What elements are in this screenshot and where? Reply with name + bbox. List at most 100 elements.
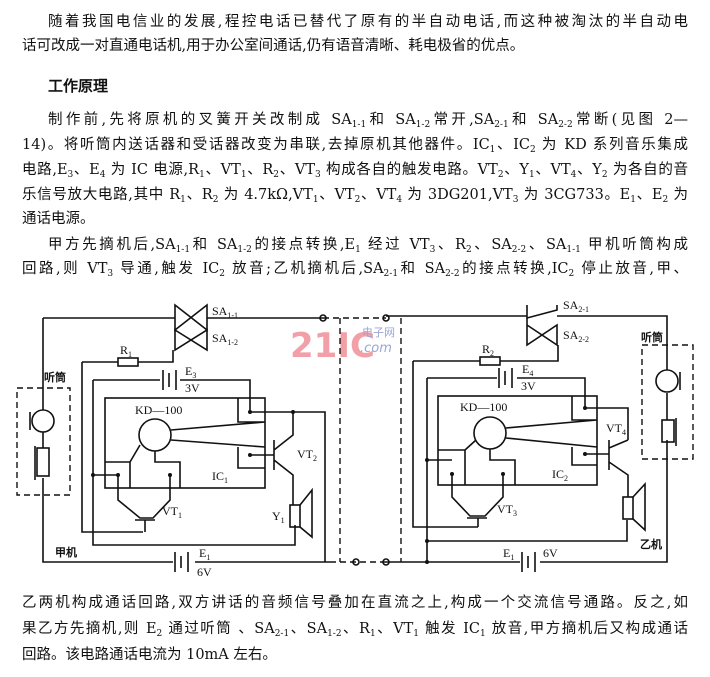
intro-line: 话可改成一对直通电话机,用于办公室间通话,仍有语音清晰、耗电极省的优点。 [22, 38, 525, 54]
subscript: 2 [219, 269, 226, 279]
subscript: 2-2 [558, 120, 573, 130]
principle-line: 14)。将听筒内送话器和受话器改变为串联,去掉原机其他器件。IC1、IC2 为 … [22, 137, 688, 155]
switch-sa1-1 [174, 303, 208, 332]
subscript: 3 [512, 195, 519, 205]
handset-label: 听筒 [641, 330, 663, 344]
chip-label: KD—100 [135, 403, 182, 417]
subscript: 2-2 [445, 269, 460, 279]
subscript: 4 [99, 170, 106, 180]
intro-line: 随着我国电信业的发展,程控电话已替代了原有的半自动电话,而这种被淘汰的半自动电 [48, 14, 688, 30]
earpiece-icon [36, 447, 50, 477]
speaker-y2 [622, 496, 634, 520]
speaker-icon [299, 487, 313, 539]
subscript: 1 [413, 629, 419, 639]
r1-label: R1 [120, 343, 132, 359]
vt1-label: VT1 [162, 504, 182, 520]
conclusion-line: 乙两机构成通话回路,双方讲话的音频信号叠加在直流之上,构成一个交流信号通路。反之… [22, 595, 688, 611]
watermark-logo: 21IC 电子网 .com [290, 326, 395, 366]
e4-label: E4 [522, 362, 533, 378]
subscript: 3 [315, 170, 321, 180]
subscript: 4 [570, 170, 577, 180]
sa1-2-label: SA1-2 [212, 331, 238, 347]
subscript: 1 [630, 195, 636, 205]
subscript: 2 [273, 170, 280, 180]
principle-line: 制作前,先将原机的叉簧开关改制成 SA1-1和 SA1-2常开,SA2-1和 S… [48, 112, 688, 130]
subscript: 1 [369, 629, 376, 639]
subscript: 2 [212, 195, 219, 205]
subscript: 1 [528, 170, 535, 180]
conclusion-line: 果乙方先摘机,则 E2 通过听筒 、SA2-1、SA1-2、R1、VT1 触发 … [22, 621, 689, 639]
e3-label: E3 [185, 364, 196, 380]
handset-box-right [641, 344, 694, 460]
unit-label: 甲机 [55, 545, 77, 559]
y1-label: Y1 [272, 509, 285, 525]
music-chip-icon [473, 416, 507, 450]
subscript: 1-2 [415, 120, 431, 130]
subscript: 1-2 [237, 245, 252, 255]
subscript: 2-1 [494, 120, 509, 130]
subscript: 2 [662, 195, 669, 205]
subscript: 1-1 [175, 245, 191, 255]
left-telephone-circuit: 听筒 甲机 KD—100 SA1-1 SA1-2 R1 E3 3V IC1 VT… [16, 303, 330, 579]
speaker-y1 [289, 504, 301, 528]
subscript: 2 [601, 170, 608, 180]
subscript: 3 [429, 245, 436, 255]
sa1-1-label: SA1-1 [212, 304, 238, 320]
subscript: 3 [67, 170, 74, 180]
battery-e1 [174, 552, 189, 572]
vt3-label: VT3 [497, 502, 517, 518]
vt4-label: VT4 [606, 421, 626, 437]
subscript: 2 [156, 629, 163, 639]
transistor-vt1 [135, 519, 155, 532]
telephone-line [319, 314, 402, 566]
e3-voltage: 3V [185, 381, 200, 395]
transistor-vt3 [467, 517, 487, 527]
conclusion-line: 回路。该电路通话电流为 10mA 左右。 [22, 647, 277, 663]
handset-label: 听筒 [44, 370, 66, 384]
e4-voltage: 3V [521, 379, 536, 393]
e2-label: E1 [503, 546, 514, 562]
ic2-label: IC2 [552, 467, 568, 483]
subscript: 2 [354, 195, 361, 205]
svg-text:.com: .com [360, 341, 392, 356]
r2-label: R2 [482, 342, 494, 358]
principle-line: 乐信号放大电路,其中 R1、R2 为 4.7kΩ,VT1、VT2、VT4 为 3… [22, 187, 688, 205]
subscript: 3 [107, 269, 114, 279]
e1-voltage: 6V [197, 565, 212, 579]
e2-voltage: 6V [543, 546, 558, 560]
subscript: 1 [355, 245, 361, 255]
speaker-icon [632, 481, 646, 532]
subscript: 1 [240, 170, 247, 180]
right-telephone-circuit: 听筒 乙机 KD—100 SA2-1 SA2-2 R2 E4 3V IC2 VT… [386, 298, 694, 572]
subscript: 2-1 [383, 269, 399, 279]
music-chip-icon [138, 418, 172, 452]
subscript: 1 [199, 170, 205, 180]
vt2-label: VT2 [297, 447, 317, 463]
subscript: 2 [568, 269, 575, 279]
e1-label: E1 [199, 546, 210, 562]
microphone-icon [31, 409, 55, 433]
sa2-2-label: SA2-2 [563, 328, 589, 344]
subscript: 2-2 [511, 245, 527, 255]
principle-line: 电路,E3、E4 为 IC 电源,R1、VT1、R2、VT3 构成各自的触发电路… [22, 162, 688, 180]
earpiece-icon [661, 419, 675, 443]
subscript: 1-2 [327, 629, 342, 639]
subscript: 1 [180, 195, 186, 205]
subscript: 4 [396, 195, 403, 205]
battery-e2 [521, 552, 536, 572]
section-heading: 工作原理 [48, 77, 109, 95]
ic1-box [104, 397, 266, 489]
subscript: 1-1 [351, 120, 367, 130]
resistor-r1 [117, 357, 139, 367]
ic2-box [437, 395, 598, 486]
microphone-icon [655, 369, 679, 393]
principle-line: 通话电源。 [22, 211, 95, 227]
subscript: 1 [312, 195, 319, 205]
switch-sa1-2 [174, 328, 208, 352]
subscript: 1 [479, 629, 486, 639]
resistor-r2 [479, 356, 501, 366]
subscript: 1 [489, 145, 496, 155]
subscript: 2 [497, 170, 504, 180]
subscript: 1-1 [566, 245, 581, 255]
